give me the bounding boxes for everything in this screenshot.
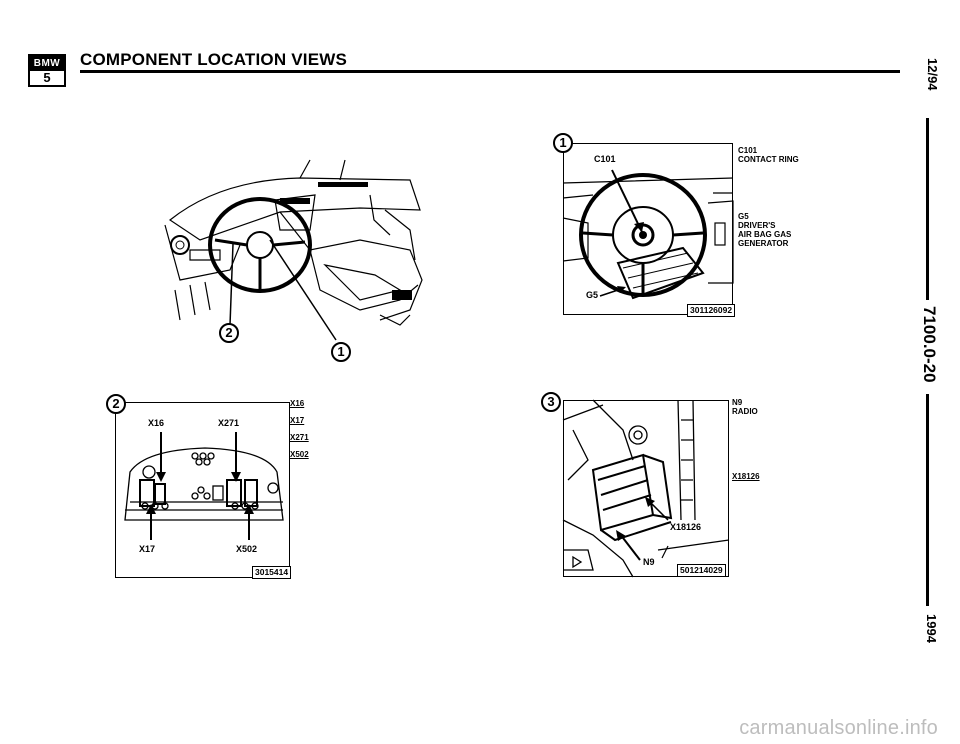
header-rule xyxy=(80,70,900,73)
view3-legend: N9 RADIO X18126 xyxy=(732,398,760,483)
view2-legend-line: X502 xyxy=(290,450,309,459)
view3-label-n9: N9 xyxy=(643,557,655,567)
view1-label-c101: C101 xyxy=(594,154,616,164)
view1-legend-line: CONTACT RING xyxy=(738,155,799,164)
view3-ref-number: 501214029 xyxy=(677,564,726,577)
view2-frame xyxy=(115,402,290,578)
overview-callout-1: 1 xyxy=(331,342,351,362)
view1-legend: C101 CONTACT RING G5 DRIVER'S AIR BAG GA… xyxy=(738,146,799,248)
view1-legend-line: DRIVER'S xyxy=(738,221,776,230)
logo-series: 5 xyxy=(43,70,51,85)
bmw-5-series-logo: BMW 5 xyxy=(28,54,66,87)
view3-callout: 3 xyxy=(541,392,561,412)
view3-label-x18126: X18126 xyxy=(670,522,702,532)
view2-ref-number: 3015414 xyxy=(252,566,292,579)
logo-brand: BMW xyxy=(30,56,64,71)
view3-frame xyxy=(563,400,729,577)
view2-label-x502: X502 xyxy=(236,544,258,554)
view2-legend-line: X271 xyxy=(290,433,309,442)
view1-legend-line: AIR BAG GAS xyxy=(738,230,792,239)
view2-callout: 2 xyxy=(106,394,126,414)
view1-label-g5: G5 xyxy=(586,290,599,300)
view2-label-x271: X271 xyxy=(218,418,240,428)
view1-callout: 1 xyxy=(553,133,573,153)
radio-location-drawing xyxy=(562,399,730,578)
view2-legend-line: X17 xyxy=(290,416,305,425)
view2-legend: X16 X17 X271 X502 xyxy=(290,398,309,461)
view3-legend-line: X18126 xyxy=(732,472,760,481)
view3-legend-line: RADIO xyxy=(732,407,758,416)
view1-legend-line: C101 xyxy=(738,146,758,155)
instrument-cluster-drawing xyxy=(124,447,284,521)
dashboard-overview-drawing xyxy=(164,159,423,326)
side-rule-bottom xyxy=(926,394,929,606)
view1-ref-number: 301126092 xyxy=(687,304,736,317)
page-title: COMPONENT LOCATION VIEWS xyxy=(80,50,348,69)
view2-label-x16: X16 xyxy=(148,418,165,428)
view3-legend-line: N9 xyxy=(732,398,743,407)
view2-legend-line: X16 xyxy=(290,399,305,408)
side-rule-top xyxy=(926,118,929,300)
view1-legend-line: G5 xyxy=(738,212,749,221)
view2-label-x17: X17 xyxy=(139,544,156,554)
steering-wheel-drawing xyxy=(562,173,734,300)
watermark: carmanualsonline.info xyxy=(739,717,938,739)
view1-legend-line: GENERATOR xyxy=(738,239,789,248)
overview-callout-2: 2 xyxy=(219,323,239,343)
